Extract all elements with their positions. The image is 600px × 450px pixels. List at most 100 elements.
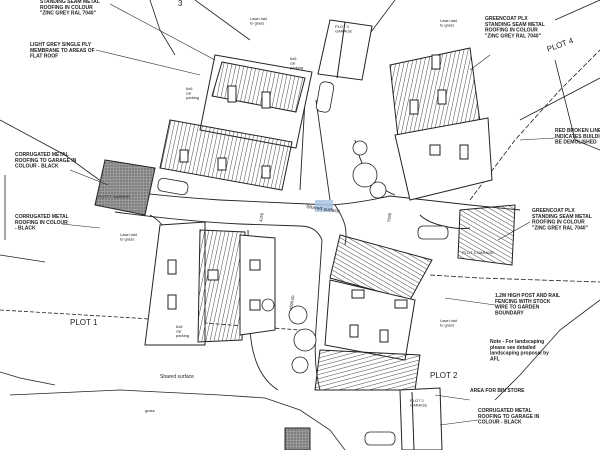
house-top-center [159,54,313,191]
label-dim-4250: 4250 [258,212,265,222]
highlight-marker [315,200,333,212]
label-line: landscaping proposal by [490,351,549,357]
label-line: 6x6 [290,56,297,61]
label-line: ROOFING IN COLOUR [485,28,538,34]
car-bottom [364,431,396,446]
label-line: RED BROKEN LINE [555,128,600,134]
house-plot4 [389,47,493,201]
label-line: ROOFING IN COLOUR [15,220,68,226]
label-line: STANDING SEAM METAL [40,0,100,5]
bottom-garage-dark [284,427,311,450]
label-plot2: PLOT 2 [430,371,458,380]
trees [261,140,387,374]
label-shared-surface-center: Shared surface [306,204,341,215]
label-line: to grass [440,23,454,28]
label-line: to grass [440,323,454,328]
house-plot2 [314,234,433,391]
label-plot4-garage: PLOT 4 GARAGE [462,250,494,255]
label-line: to grass [120,237,134,242]
label-line: ROOFING TO GARAGE IN [15,158,77,164]
label-line: COLOUR - BLACK [478,420,522,426]
label-line: ROOFING IN COLOUR [532,220,585,226]
label-plot3-fragment: 3 [178,0,183,8]
label-line: FLAT ROOF [30,54,58,60]
house-plot1 [144,221,276,346]
label-line: "ZINC GREY RAL 7040" [485,33,542,39]
label-line: GARAGE [410,403,427,408]
car-top [315,81,335,113]
label-plot4: PLOT 4 [546,36,575,54]
label-line: 6x6 [176,324,183,329]
label-line: "ZINC GREY RAL 7040" [532,225,589,231]
label-line: INDICATES BUILDING [555,134,600,140]
label-line: CORRUGATED METAL [15,214,69,220]
label-bin-store: AREA FOR BIN STORE [470,388,525,394]
label-line: STANDING SEAM METAL [532,214,592,220]
label-dim-4500: #500.00 [288,294,296,310]
label-line: ROOFING TO GARAGE IN [478,414,540,420]
label-dim-5500: 5500 [386,212,393,222]
label-line: 6x6 [186,86,193,91]
label-line: LIGHT GREY SINGLE PLY [30,42,92,48]
label-line: MEMBRANE TO AREAS OF [30,48,95,54]
car-left [157,177,189,196]
label-line: car [290,61,296,66]
label-line: to grass [250,21,264,26]
label-line: Lawn laid [250,16,267,21]
label-plot1: PLOT 1 [70,318,98,327]
label-line: "ZINC GREY RAL 7040" [40,11,97,17]
label-line: - BLACK [15,226,36,232]
label-line: parking [186,95,199,100]
label-plot1-garage: PLOT 1 GARAGE [98,194,130,199]
label-line: car [176,329,182,334]
pointer-lines [61,3,556,426]
label-line: BOUNDARY [495,310,524,316]
label-line: Lawn laid [440,18,457,23]
car-right [417,225,449,240]
label-line: Note - For landscaping [490,339,544,345]
label-line: WIRE TO GARDEN [495,305,540,311]
label-line: GREENCOAT PLX [532,208,575,214]
label-line: BE DEMOLISHED [555,140,597,146]
label-line: GREENCOAT PLX [485,16,528,22]
label-line: please see detailed [490,345,536,351]
label-line: ROOFING IN COLOUR [40,5,93,11]
plot2-garage [399,387,443,450]
label-line: CORRUGATED METAL [478,408,532,414]
label-line: parking [176,333,189,338]
plot4-garage [457,204,516,266]
label-line: GARAGE [335,29,352,34]
label-line: Lawn laid [440,318,457,323]
label-line: FENCING WITH STOCK [495,299,551,305]
label-line: COLOUR - BLACK [15,164,59,170]
label-line: Lawn laid [120,232,137,237]
plot1-garage [94,159,156,216]
label-line: 1.2M HIGH POST AND RAIL [495,293,560,299]
label-line: car [186,91,192,96]
label-shared-surface-bottom: Shared surface [160,374,194,380]
label-grass: grass [145,408,155,413]
label-line: STANDING SEAM METAL [485,22,545,28]
label-line: AFL [490,356,500,362]
